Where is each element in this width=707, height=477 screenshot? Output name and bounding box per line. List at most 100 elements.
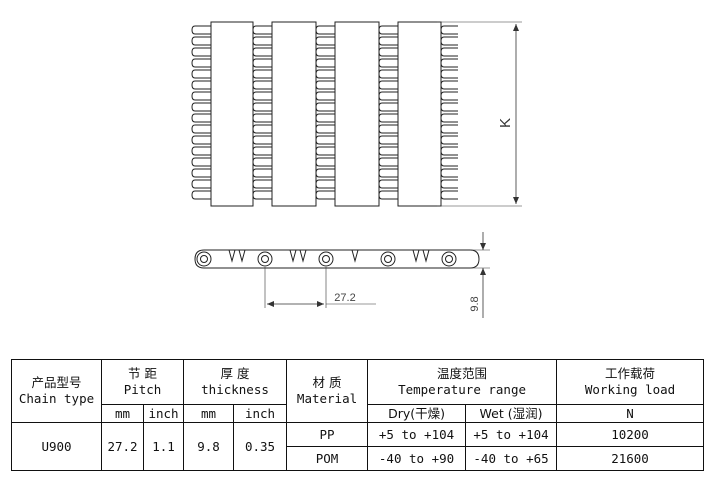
link-tooth [191, 47, 211, 57]
hinge-pin [445, 255, 453, 263]
link-tooth [440, 190, 458, 200]
module-plate [334, 21, 380, 207]
link-tooth [252, 36, 272, 46]
module-plate [397, 21, 442, 207]
link-tooth [440, 146, 458, 156]
header-pitch: 节 距 Pitch [100, 359, 185, 405]
link-tooth [252, 168, 272, 178]
link-tooth [378, 146, 398, 156]
header-load-unit: N [556, 404, 705, 423]
header-thickness: 厚 度 thickness [183, 359, 288, 405]
header-thickness-mm: mm [183, 404, 235, 423]
side-view-drawing [194, 232, 490, 318]
side-notch [422, 249, 430, 263]
cell-pitch-inch: 1.1 [142, 422, 185, 471]
link-tooth [191, 179, 211, 189]
hinge-pin-ring [380, 251, 396, 267]
side-notch [351, 249, 359, 263]
link-tooth [378, 25, 398, 35]
link-tooth [378, 102, 398, 112]
header-working-load: 工作载荷 Working load [556, 359, 705, 405]
link-tooth [191, 69, 211, 79]
side-notch [412, 249, 420, 263]
specification-table: 产品型号 Chain type 节 距 Pitch 厚 度 thickness … [11, 359, 705, 471]
link-tooth [440, 36, 458, 46]
link-tooth [191, 124, 211, 134]
link-tooth [378, 135, 398, 145]
link-tooth [315, 91, 335, 101]
link-tooth [378, 91, 398, 101]
side-notch [289, 249, 297, 263]
hinge-pin-ring [441, 251, 457, 267]
hinge-pin-ring [318, 251, 334, 267]
link-tooth [252, 47, 272, 57]
pitch-dimension-label: 27.2 [334, 292, 355, 304]
link-tooth [191, 25, 211, 35]
link-tooth [440, 91, 458, 101]
link-tooth [440, 69, 458, 79]
side-notch [238, 249, 246, 263]
link-tooth [252, 190, 272, 200]
link-tooth [440, 168, 458, 178]
link-tooth [440, 47, 458, 57]
link-tooth [252, 91, 272, 101]
link-tooth [315, 113, 335, 123]
link-tooth [315, 36, 335, 46]
header-material: 材 质 Material [286, 359, 369, 423]
hinge-pin [261, 255, 269, 263]
link-tooth [315, 69, 335, 79]
link-tooth [378, 124, 398, 134]
header-thickness-inch: inch [233, 404, 288, 423]
link-tooth [252, 157, 272, 167]
link-tooth [252, 69, 272, 79]
link-tooth [440, 157, 458, 167]
link-tooth [252, 80, 272, 90]
module-plate [210, 21, 254, 207]
link-tooth [378, 47, 398, 57]
cell-thickness-inch: 0.35 [233, 422, 288, 471]
cell-pom-load: 21600 [556, 446, 705, 471]
cell-pom-dry: -40 to +90 [367, 446, 467, 471]
header-pitch-mm: mm [101, 404, 144, 423]
link-tooth [252, 102, 272, 112]
link-tooth [440, 25, 458, 35]
link-tooth [315, 190, 335, 200]
link-tooth [191, 58, 211, 68]
link-tooth [378, 168, 398, 178]
link-tooth [252, 179, 272, 189]
link-tooth [378, 113, 398, 123]
cell-material-pom: POM [286, 446, 369, 471]
cell-pp-load: 10200 [556, 422, 705, 447]
header-temperature-wet: Wet (湿润) [465, 404, 558, 423]
cell-pp-wet: +5 to +104 [465, 422, 558, 447]
hinge-pin [200, 255, 208, 263]
cell-material-pp: PP [286, 422, 369, 447]
link-tooth [378, 157, 398, 167]
side-notch [228, 249, 236, 263]
link-tooth [315, 179, 335, 189]
link-tooth [191, 135, 211, 145]
link-tooth [252, 124, 272, 134]
link-tooth [315, 25, 335, 35]
cell-pitch-mm: 27.2 [101, 422, 144, 471]
link-tooth [252, 146, 272, 156]
link-tooth [191, 36, 211, 46]
link-tooth [252, 135, 272, 145]
link-tooth [191, 113, 211, 123]
link-tooth [315, 146, 335, 156]
header-chain-type: 产品型号 Chain type [11, 359, 102, 423]
module-plate [271, 21, 317, 207]
link-tooth [315, 47, 335, 57]
link-tooth [378, 190, 398, 200]
link-tooth [378, 80, 398, 90]
link-tooth [191, 157, 211, 167]
top-view-drawing [191, 21, 522, 207]
hinge-pin-ring [196, 251, 212, 267]
link-tooth [191, 80, 211, 90]
link-tooth [440, 124, 458, 134]
hinge-pin [322, 255, 330, 263]
link-tooth [440, 113, 458, 123]
link-tooth [378, 36, 398, 46]
cell-thickness-mm: 9.8 [183, 422, 235, 471]
link-tooth [252, 58, 272, 68]
